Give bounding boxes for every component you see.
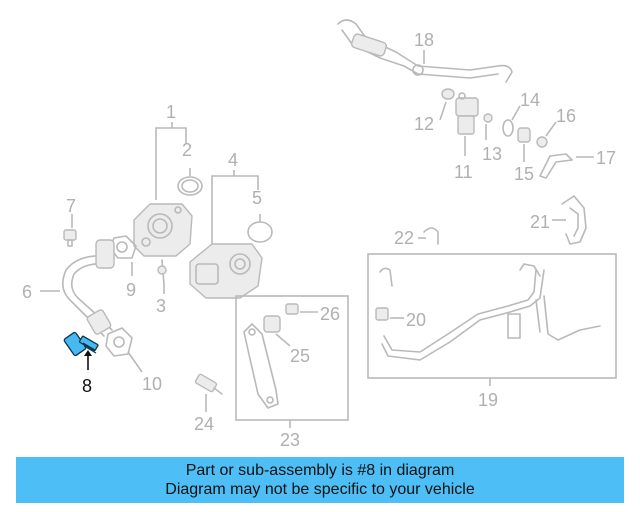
part-14-o-ring (502, 105, 521, 137)
callout-6: 6 (22, 282, 32, 302)
callout-17: 17 (596, 148, 616, 168)
callout-16: 16 (556, 106, 576, 126)
callout-22: 22 (394, 228, 414, 248)
banner-line-2: Diagram may not be specific to your vehi… (165, 481, 475, 498)
callout-13: 13 (482, 144, 502, 164)
callout-2: 2 (182, 140, 192, 160)
part-18-hose (337, 19, 513, 83)
callout-7: 7 (66, 196, 76, 216)
part-16-nut (536, 121, 557, 148)
part-5-gasket (247, 214, 273, 243)
info-banner: Part or sub-assembly is #8 in diagram Di… (16, 457, 624, 503)
callout-15: 15 (514, 164, 534, 184)
part-1-egr-valve (133, 203, 193, 257)
callout-18: 18 (414, 30, 434, 50)
part-10-gasket (105, 327, 143, 373)
callout-23: 23 (280, 430, 300, 450)
callout-19: 19 (478, 390, 498, 410)
callout-5: 5 (252, 188, 262, 208)
callout-4: 4 (228, 150, 238, 170)
part-4-leader (211, 170, 259, 248)
part-3-stud (157, 259, 167, 294)
callout-9: 9 (126, 280, 136, 300)
part-2-gasket (177, 168, 203, 196)
callout-21: 21 (530, 212, 550, 232)
part-17-bracket (539, 153, 594, 179)
part-6-egr-pipe (40, 239, 115, 337)
part-15-bushing (517, 127, 531, 162)
callout-26: 26 (320, 304, 340, 324)
part-24-plug (194, 373, 223, 412)
callout-3: 3 (156, 296, 166, 316)
part-12-cap (439, 88, 455, 121)
part-8-bolt (63, 331, 99, 370)
part-4-valve-body (189, 243, 263, 299)
box-19 (367, 253, 617, 386)
part-7-bolt (63, 214, 77, 247)
callout-1: 1 (166, 102, 176, 122)
part-22-hose (418, 227, 439, 245)
part-11-valve (455, 92, 479, 156)
callout-10: 10 (142, 374, 162, 394)
callout-8: 8 (82, 376, 92, 396)
callout-24: 24 (194, 414, 214, 434)
box-23 (235, 295, 349, 428)
callout-14: 14 (520, 90, 540, 110)
part-21-pipe (552, 195, 587, 245)
part-13-clip (483, 113, 493, 140)
banner-line-1: Part or sub-assembly is #8 in diagram (185, 462, 455, 479)
callout-11: 11 (454, 162, 473, 182)
callout-12: 12 (414, 114, 434, 134)
part-1-leader (155, 122, 187, 200)
callout-25: 25 (290, 346, 310, 366)
callout-20: 20 (406, 310, 426, 330)
